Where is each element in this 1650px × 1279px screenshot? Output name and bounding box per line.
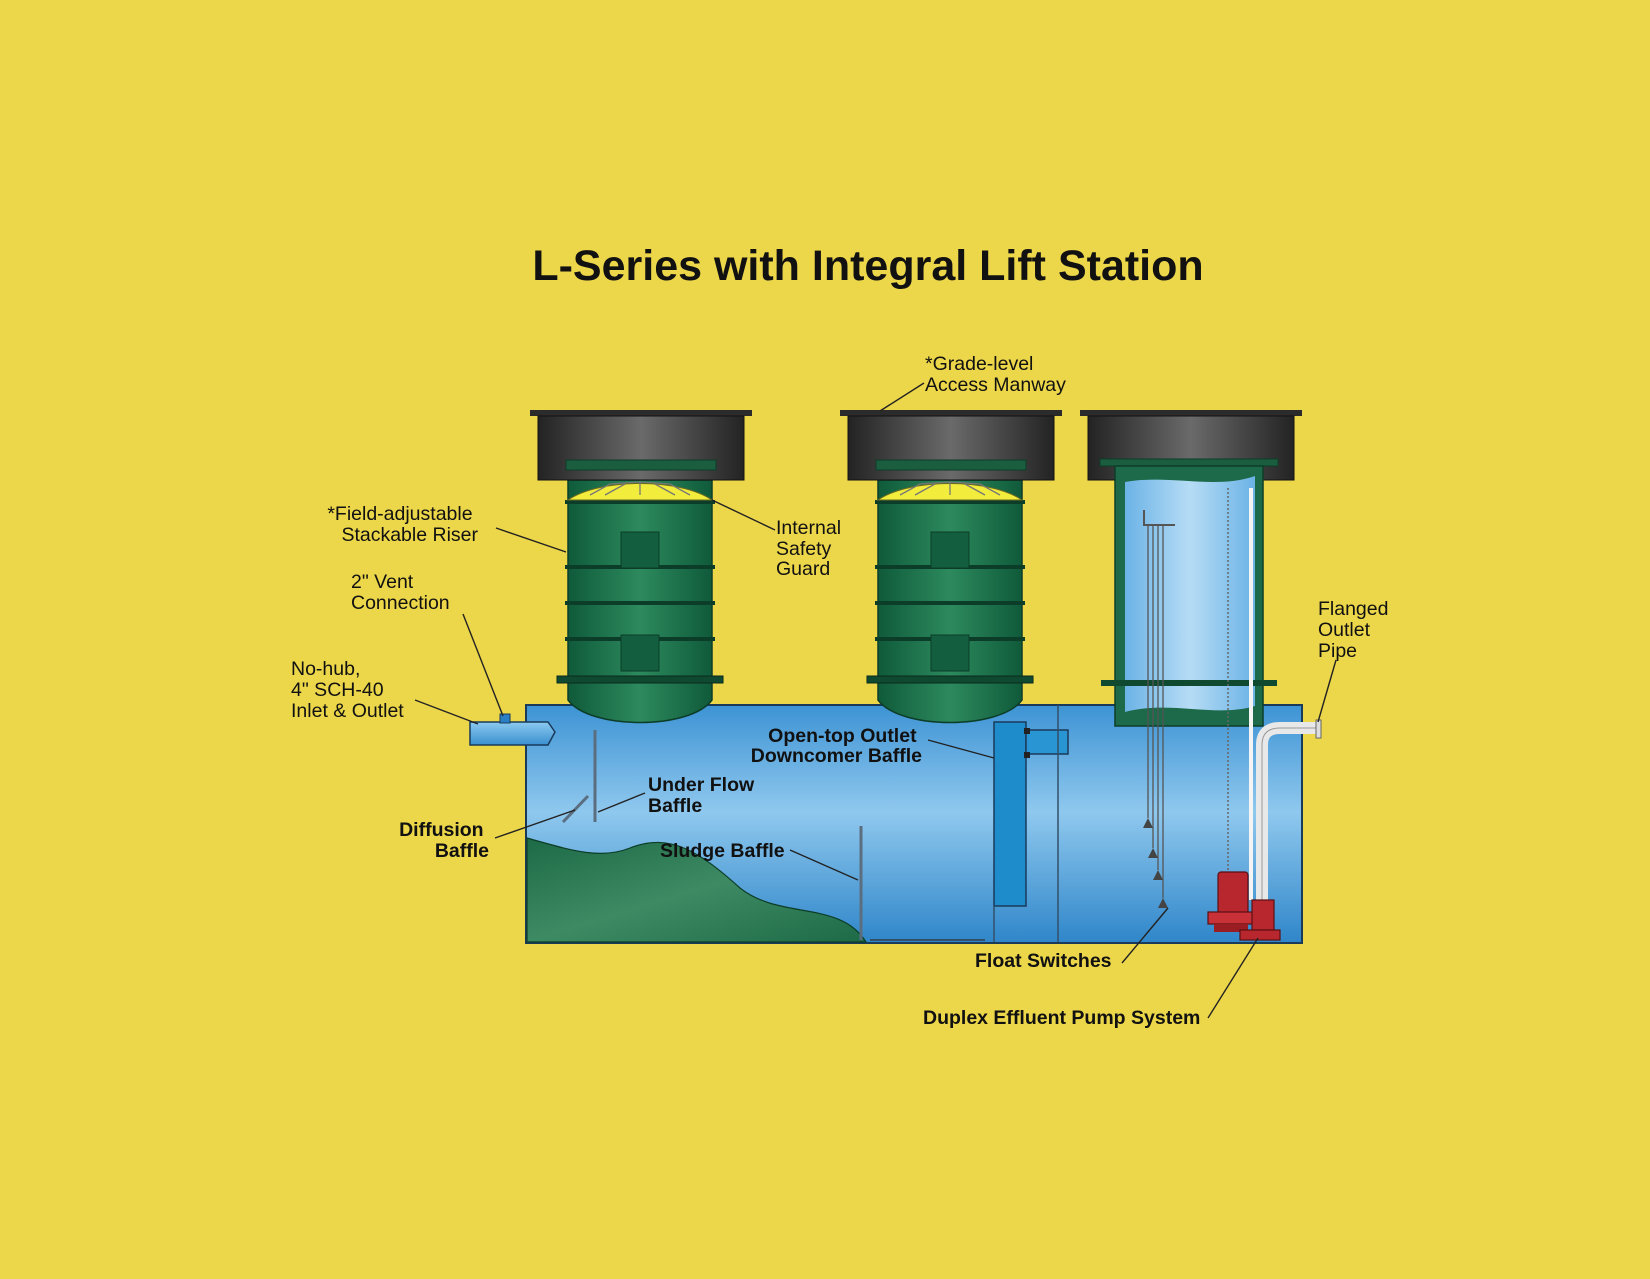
duplex-pump xyxy=(1207,871,1281,941)
label-downcomer: Open-top Outlet Downcomer Baffle xyxy=(751,725,922,767)
label-riser: *Field-adjustable Stackable Riser xyxy=(327,503,478,546)
label-safety-guard: Internal Safety Guard xyxy=(776,517,846,580)
label-pump: Duplex Effluent Pump System xyxy=(923,1007,1200,1029)
label-under-flow: Under Flow Baffle xyxy=(648,774,760,817)
outlet-pipe xyxy=(1256,719,1322,908)
septic-tank xyxy=(525,704,1303,944)
downcomer-baffle xyxy=(993,705,1069,942)
float-switch-2 xyxy=(1148,848,1158,858)
riser-1 xyxy=(530,410,752,724)
float-switch-3 xyxy=(1153,870,1163,880)
lift-station-well xyxy=(1080,410,1302,908)
diagram-title: L-Series with Integral Lift Station xyxy=(532,242,1203,290)
float-switch-4 xyxy=(1158,898,1168,908)
sludge-layer xyxy=(526,837,868,943)
label-outlet-pipe: Flanged Outlet Pipe xyxy=(1318,598,1394,662)
inlet-pipe xyxy=(469,713,556,746)
vent-connection xyxy=(499,713,511,724)
label-inlet: No-hub, 4" SCH-40 Inlet & Outlet xyxy=(291,658,404,722)
leader-lines xyxy=(414,382,1337,1019)
label-sludge: Sludge Baffle xyxy=(660,840,785,862)
label-vent: 2" Vent Connection xyxy=(351,571,450,614)
riser-2 xyxy=(840,410,1062,724)
label-float: Float Switches xyxy=(975,950,1112,972)
outlet-flange xyxy=(1315,719,1322,739)
float-switch-1 xyxy=(1143,818,1153,828)
diffusion-baffle xyxy=(561,794,590,824)
label-diffusion: Diffusion Baffle xyxy=(399,819,489,862)
label-manway: *Grade-level Access Manway xyxy=(925,353,1066,396)
